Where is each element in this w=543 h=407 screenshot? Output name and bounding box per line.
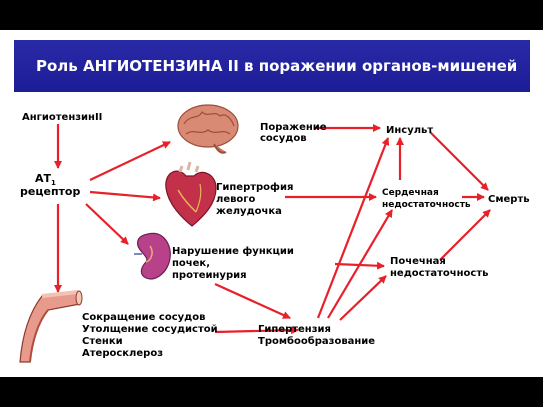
- at1-receptor-label: рецептор: [20, 185, 81, 198]
- angiotensin-label: АнгиотензинII: [22, 112, 103, 123]
- heart-failure-line1: Сердечная: [382, 188, 439, 198]
- arrow-hypertension-renal: [339, 275, 387, 321]
- renal-failure-line2: недостаточность: [390, 268, 489, 279]
- arrow-hypertension-heartfailure: [327, 209, 393, 319]
- arrow-hypertension-stroke: [316, 137, 390, 319]
- heart-icon: [165, 161, 217, 227]
- title-bar: Роль АНГИОТЕНЗИНА II в поражении органов…: [14, 40, 530, 92]
- heart-failure-line2: недостаточность: [382, 200, 471, 210]
- arrow-artery-hypertension: [214, 326, 299, 335]
- arrow-renal-death: [439, 209, 491, 261]
- at1-main: АТ: [35, 172, 52, 185]
- vessels-damage-line1: Поражение: [260, 122, 327, 133]
- death-label: Смерть: [488, 194, 530, 205]
- hypertension-line1: Гипертензия: [258, 324, 331, 335]
- artery-icon: [19, 290, 83, 363]
- kidney-dysfunction-line3: протеинурия: [172, 270, 247, 281]
- renal-failure-line1: Почечная: [390, 256, 446, 267]
- lvh-line2: левого: [216, 194, 256, 205]
- vaso-line4: Атеросклероз: [82, 348, 164, 359]
- lvh-line3: желудочка: [216, 206, 282, 217]
- brain-icon: [177, 104, 239, 154]
- at1-subscript: 1: [51, 179, 56, 188]
- arrow-at1-heart: [89, 190, 161, 202]
- lvh-line1: Гипертрофия: [216, 182, 294, 193]
- slide: Роль АНГИОТЕНЗИНА II в поражении органов…: [0, 30, 543, 377]
- kidney-icon: [134, 232, 171, 280]
- kidney-dysfunction-line1: Нарушение функции: [172, 246, 294, 257]
- vessels-damage-line2: сосудов: [260, 133, 307, 144]
- diagram-arrows: [19, 104, 491, 363]
- vaso-line2: Утолщение сосудистой: [82, 324, 218, 335]
- stroke-label: Инсульт: [386, 125, 434, 136]
- arrow-at1-kidney: [85, 203, 129, 245]
- page-title: Роль АНГИОТЕНЗИНА II в поражении органов…: [36, 57, 518, 75]
- at1-label: АТ1: [35, 173, 56, 189]
- hypertension-line2: Тромбообразование: [258, 336, 376, 347]
- arrow-stroke-death: [429, 131, 489, 191]
- vaso-line3: Стенки: [82, 336, 123, 347]
- vaso-line1: Сокращение сосудов: [82, 312, 206, 323]
- arrow-kidney-hypertension: [214, 282, 291, 320]
- arrow-at1-brain: [89, 141, 171, 181]
- kidney-dysfunction-line2: почек,: [172, 258, 211, 269]
